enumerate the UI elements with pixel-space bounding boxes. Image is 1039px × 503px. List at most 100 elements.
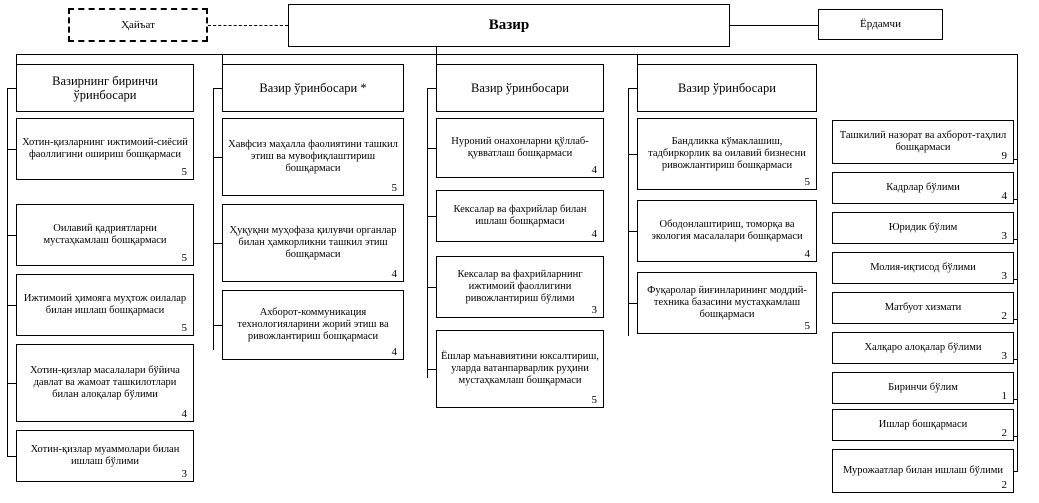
col4-unit-0-label: Бандликка кўмаклашиш, тадбиркорлик ва ои… — [648, 136, 806, 171]
col2-unit-2[interactable]: Ахборот-коммуникация технологияларини жо… — [222, 290, 404, 360]
col5-unit-2-count: 3 — [1001, 230, 1008, 242]
col3-unit-0-count: 4 — [591, 164, 598, 176]
col5-tick-5 — [1014, 359, 1018, 360]
col5-unit-3-label: Молия-иқтисод бўлими — [870, 262, 976, 274]
col2-tick-2 — [213, 325, 222, 326]
col1-unit-2[interactable]: Ижтимоий ҳимояга муҳтож оилалар билан иш… — [16, 274, 194, 336]
col1-header-box[interactable]: Вазирнинг биринчи ўринбосари — [16, 64, 194, 112]
col1-tick-3 — [7, 383, 16, 384]
col2-header-box[interactable]: Вазир ўринбосари * — [222, 64, 404, 112]
col1-unit-1-label: Оилавий қадриятларни мустаҳкамлаш бошқар… — [43, 223, 167, 246]
col5-tick-6 — [1014, 399, 1018, 400]
col5-unit-4[interactable]: Матбуот хизмати 2 — [832, 292, 1014, 324]
connector-minister-assistant — [730, 25, 818, 26]
col1-unit-4-label: Хотин-қизлар муаммолари билан ишлаш бўли… — [30, 444, 180, 467]
col5-tick-2 — [1014, 239, 1018, 240]
col5-unit-4-count: 2 — [1001, 310, 1008, 322]
col5-unit-2-label: Юридик бўлим — [888, 222, 958, 234]
col5-unit-5-label: Халқаро алоқалар бўлими — [864, 342, 982, 354]
col4-unit-2-count: 5 — [804, 320, 811, 332]
assistant-label: Ёрдамчи — [860, 18, 901, 31]
col1-unit-4-count: 3 — [181, 468, 188, 480]
col5-unit-0-label: Ташкилий назорат ва ахборот-таҳлил бошқа… — [839, 130, 1007, 153]
col1-unit-0-count: 5 — [181, 166, 188, 178]
col3-tick-0 — [427, 148, 436, 149]
col5-spine — [1017, 54, 1018, 471]
col5-unit-6-count: 1 — [1001, 390, 1008, 402]
col5-unit-8-count: 2 — [1001, 479, 1008, 491]
col5-unit-3-count: 3 — [1001, 270, 1008, 282]
col2-unit-2-count: 4 — [391, 346, 398, 358]
col5-tick-3 — [1014, 279, 1018, 280]
col5-unit-3[interactable]: Молия-иқтисод бўлими 3 — [832, 252, 1014, 284]
col3-tick-2 — [427, 287, 436, 288]
col5-unit-7[interactable]: Ишлар бошқармаси 2 — [832, 409, 1014, 441]
col5-unit-2[interactable]: Юридик бўлим 3 — [832, 212, 1014, 244]
col3-unit-3-count: 5 — [591, 394, 598, 406]
col2-unit-2-label: Ахборот-коммуникация технологияларини жо… — [237, 307, 389, 342]
col2-tick-header — [213, 88, 222, 89]
col1-tick-2 — [7, 305, 16, 306]
col5-unit-6-label: Биринчи бўлим — [888, 382, 958, 394]
col3-unit-3[interactable]: Ёшлар маънавиятини юксалтириш, уларда ва… — [436, 330, 604, 408]
col1-unit-3-count: 4 — [181, 408, 188, 420]
col4-header-box[interactable]: Вазир ўринбосари — [637, 64, 817, 112]
minister-label: Вазир — [488, 17, 530, 34]
col2-tick-1 — [213, 243, 222, 244]
col1-unit-1-count: 5 — [181, 252, 188, 264]
col1-unit-0-label: Хотин-қизларнинг ижтимоий-сиёсий фаоллиг… — [22, 137, 188, 160]
col4-unit-1-label: Ободонлаштириш, томорқа ва экология маса… — [651, 219, 803, 242]
col5-unit-0[interactable]: Ташкилий назорат ва ахборот-таҳлил бошқа… — [832, 120, 1014, 164]
connector-minister-stem — [436, 47, 437, 54]
col5-unit-0-count: 9 — [1001, 150, 1008, 162]
col3-header-box[interactable]: Вазир ўринбосари — [436, 64, 604, 112]
col1-tick-0 — [7, 149, 16, 150]
col5-tick-4 — [1014, 319, 1018, 320]
col3-unit-0[interactable]: Нуроний онахонларни қўллаб-қувватлаш бош… — [436, 118, 604, 178]
col2-unit-0[interactable]: Хавфсиз маҳалла фаолиятини ташкил этиш в… — [222, 118, 404, 196]
col1-unit-0[interactable]: Хотин-қизларнинг ижтимоий-сиёсий фаоллиг… — [16, 118, 194, 180]
col1-unit-3[interactable]: Хотин-қизлар масалалари бўйича давлат ва… — [16, 344, 194, 422]
col1-unit-4[interactable]: Хотин-қизлар муаммолари билан ишлаш бўли… — [16, 430, 194, 482]
col3-unit-1[interactable]: Кексалар ва фахрийлар билан ишлаш бошқар… — [436, 190, 604, 242]
col5-unit-4-label: Матбуот хизмати — [884, 302, 962, 314]
col1-unit-2-count: 5 — [181, 322, 188, 334]
col3-unit-3-label: Ёшлар маънавиятини юксалтириш, уларда ва… — [441, 351, 599, 386]
col4-unit-1[interactable]: Ободонлаштириш, томорқа ва экология маса… — [637, 200, 817, 262]
col3-tick-1 — [427, 216, 436, 217]
col2-unit-1-count: 4 — [391, 268, 398, 280]
col4-unit-2[interactable]: Фуқаролар йиғинларининг моддий-техника б… — [637, 272, 817, 334]
col4-unit-0[interactable]: Бандликка кўмаклашиш, тадбиркорлик ва ои… — [637, 118, 817, 190]
col1-tick-header — [7, 88, 16, 89]
col3-unit-1-count: 4 — [591, 228, 598, 240]
col5-tick-7 — [1014, 436, 1018, 437]
col2-spine — [213, 88, 214, 350]
col2-unit-0-label: Хавфсиз маҳалла фаолиятини ташкил этиш в… — [228, 139, 398, 174]
col5-unit-1-count: 4 — [1001, 190, 1008, 202]
col4-unit-2-label: Фуқаролар йиғинларининг моддий-техника б… — [647, 285, 807, 320]
col5-unit-6[interactable]: Биринчи бўлим 1 — [832, 372, 1014, 404]
col4-unit-0-count: 5 — [804, 176, 811, 188]
col4-tick-0 — [628, 154, 637, 155]
board-box[interactable]: Ҳайъат — [68, 8, 208, 42]
col5-unit-8-label: Мурожаатлар билан ишлаш бўлими — [842, 465, 1004, 477]
connector-drop-col3 — [436, 54, 437, 64]
col1-spine — [7, 88, 8, 456]
connector-board-minister — [208, 25, 288, 26]
col3-unit-2-label: Кексалар ва фахрийларнинг ижтимоий фаолл… — [457, 269, 583, 304]
col2-unit-1[interactable]: Ҳуқуқни муҳофаза қилувчи органлар билан … — [222, 204, 404, 282]
col5-unit-1[interactable]: Кадрлар бўлими 4 — [832, 172, 1014, 204]
connector-drop-col1 — [16, 54, 17, 64]
col3-tick-3 — [427, 369, 436, 370]
col1-unit-1[interactable]: Оилавий қадриятларни мустаҳкамлаш бошқар… — [16, 204, 194, 266]
col5-unit-5[interactable]: Халқаро алоқалар бўлими 3 — [832, 332, 1014, 364]
col5-unit-8[interactable]: Мурожаатлар билан ишлаш бўлими 2 — [832, 449, 1014, 493]
col5-unit-7-label: Ишлар бошқармаси — [878, 419, 968, 431]
assistant-box[interactable]: Ёрдамчи — [818, 9, 943, 40]
minister-box[interactable]: Вазир — [288, 4, 730, 47]
col1-tick-1 — [7, 235, 16, 236]
col5-tick-0 — [1014, 159, 1018, 160]
col3-unit-2[interactable]: Кексалар ва фахрийларнинг ижтимоий фаолл… — [436, 256, 604, 318]
col3-unit-2-count: 3 — [591, 304, 598, 316]
col4-header-label: Вазир ўринбосари — [678, 81, 776, 95]
